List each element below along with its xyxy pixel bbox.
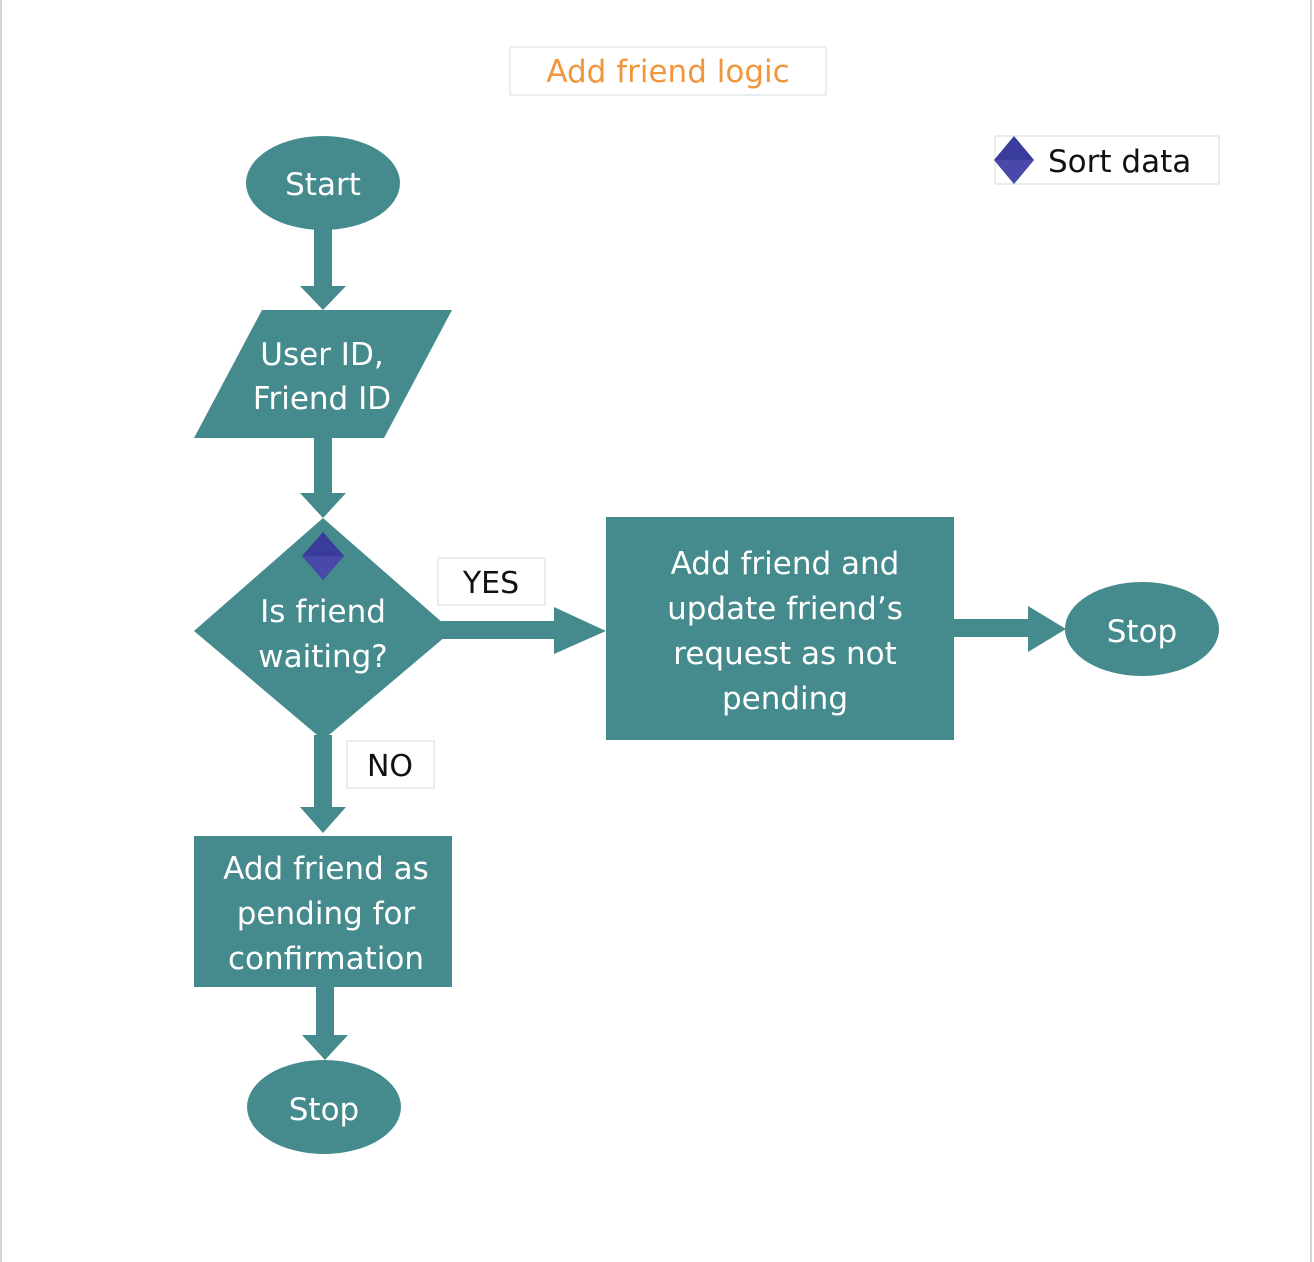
connector-start-input: [300, 228, 346, 310]
connector-input-decision: [300, 437, 346, 518]
decision-node: Is friend waiting?: [194, 518, 452, 740]
diagram-title: Add friend logic: [546, 54, 789, 90]
legend-label: Sort data: [1048, 144, 1191, 180]
yes-process-line-3: request as not: [673, 636, 896, 672]
no-process-line-3: confirmation: [228, 941, 424, 977]
diamond-icon: [302, 532, 344, 580]
yes-process-line-4: pending: [722, 681, 848, 717]
decision-label-line-2: waiting?: [258, 639, 388, 675]
stop-no-label: Stop: [289, 1092, 359, 1128]
input-label-line-1: User ID,: [260, 337, 383, 373]
no-label: NO: [367, 749, 413, 784]
stop-yes-label: Stop: [1107, 614, 1177, 650]
diamond-icon: [994, 136, 1034, 184]
connector-pending-stop: [302, 985, 348, 1060]
start-node: Start: [246, 136, 400, 230]
decision-label-line-1: Is friend: [260, 594, 386, 630]
connector-no: [300, 735, 346, 833]
no-process-node: Add friend as pending for confirmation: [194, 836, 452, 987]
no-label-box: NO: [346, 740, 435, 789]
input-label-line-2: Friend ID: [253, 381, 391, 417]
start-label: Start: [285, 167, 361, 203]
stop-node-yes: Stop: [1065, 582, 1219, 676]
yes-process-node: Add friend and update friend’s request a…: [606, 517, 954, 740]
yes-label-box: YES: [437, 557, 546, 606]
no-process-line-2: pending for: [237, 896, 416, 932]
frame-border-left: [0, 0, 2, 1262]
input-node: User ID, Friend ID: [194, 310, 452, 438]
title-box: Add friend logic: [509, 46, 827, 96]
yes-label: YES: [462, 566, 519, 601]
legend: Sort data: [994, 135, 1220, 185]
yes-process-line-1: Add friend and: [671, 546, 900, 582]
connector-yes: [440, 607, 606, 654]
yes-process-line-2: update friend’s: [667, 591, 903, 627]
no-process-line-1: Add friend as: [223, 851, 429, 887]
connector-process-stop: [942, 606, 1066, 652]
stop-node-no: Stop: [247, 1060, 401, 1154]
frame-border-right: [1310, 0, 1312, 1262]
